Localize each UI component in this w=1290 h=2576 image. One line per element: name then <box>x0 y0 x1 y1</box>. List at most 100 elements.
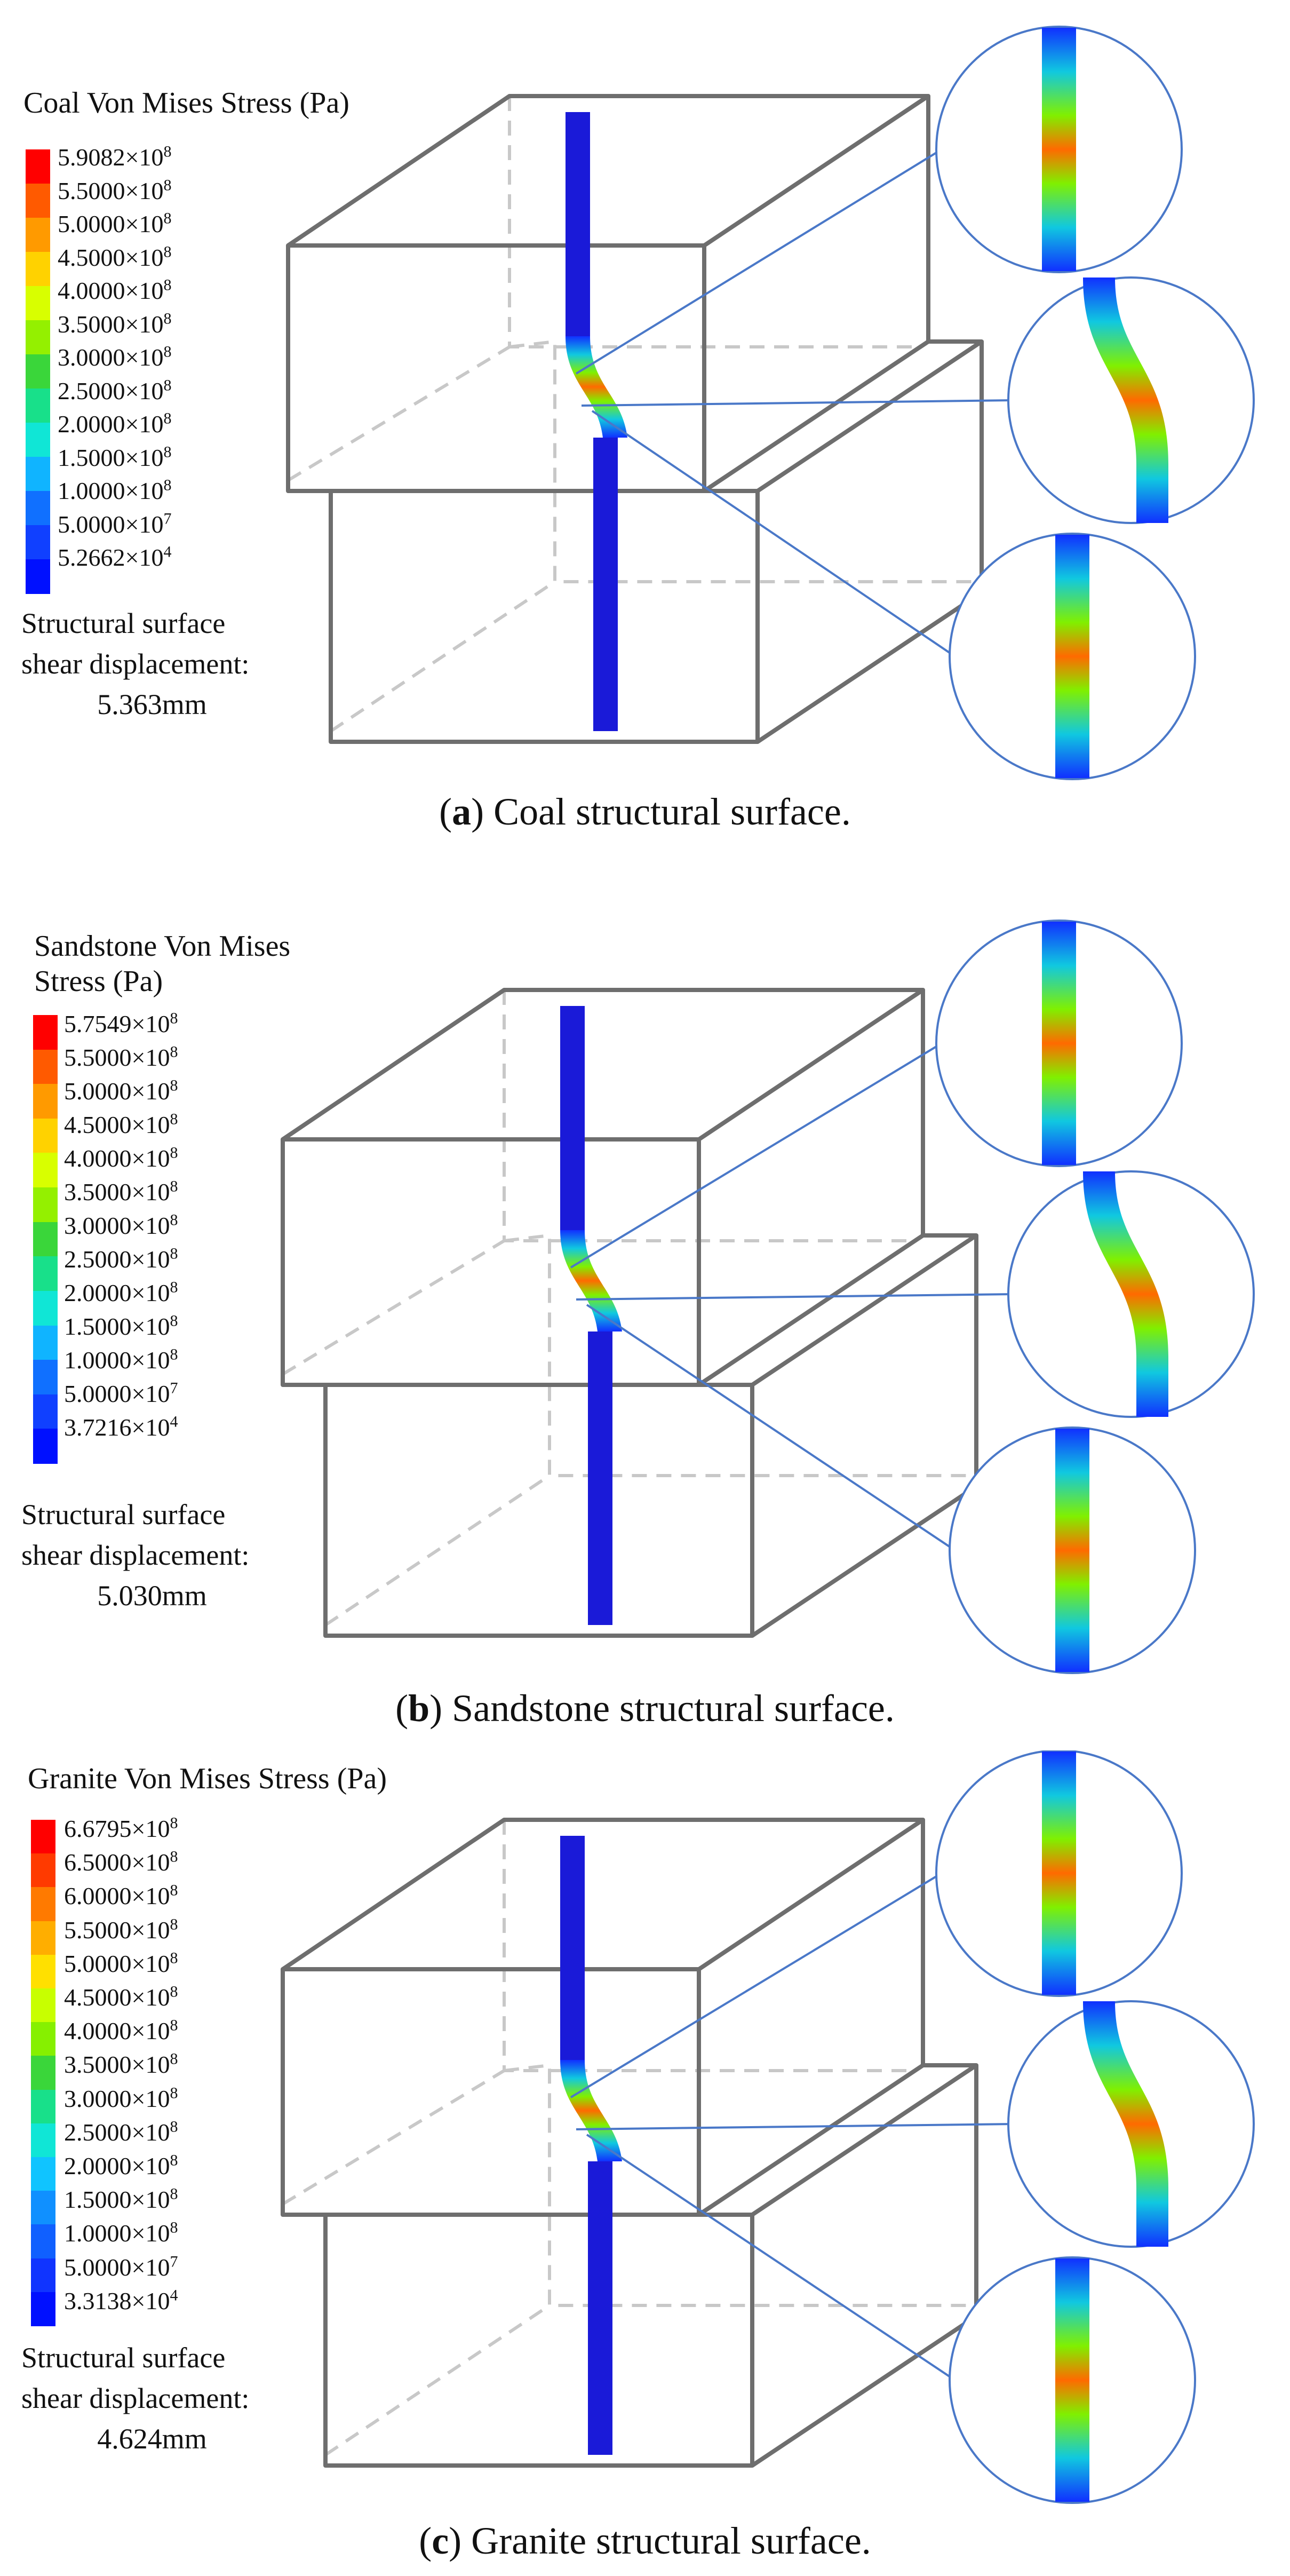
bolt-bend <box>560 2060 622 2161</box>
displacement-value: 5.363mm <box>97 688 207 720</box>
hidden-edge <box>504 1233 976 1477</box>
bolt-lower <box>588 2161 612 2455</box>
scale-swatch <box>33 1084 58 1119</box>
scale-swatch <box>31 2191 55 2225</box>
tick-label: 5.0000×108 <box>64 1076 178 1105</box>
tick-label: 5.0000×107 <box>58 510 172 538</box>
scale-swatch <box>26 218 50 252</box>
scale-swatch <box>26 389 50 423</box>
tick-label: 1.5000×108 <box>64 2185 178 2214</box>
tick-label: 6.6795×108 <box>64 1814 178 1842</box>
leader-line <box>586 2134 956 2381</box>
hidden-edge <box>282 2069 505 2206</box>
zoomed-bolt <box>1042 28 1076 271</box>
model-diagram <box>286 26 1255 780</box>
scale-swatch <box>31 1988 55 2023</box>
zoomed-bolt <box>1083 278 1168 523</box>
lower-block-side <box>751 2063 978 2468</box>
scale-swatch <box>33 1394 58 1430</box>
tick-label: 1.0000×108 <box>58 476 172 504</box>
displacement-label-line1: Structural surface <box>21 1499 226 1531</box>
panel-c: Granite Von Mises Stress (Pa) 6.6795×108… <box>0 1750 1290 2576</box>
leader-line <box>570 1042 943 1269</box>
bolt-upper <box>566 112 590 336</box>
leader-line <box>586 1304 956 1551</box>
displacement-label-line2: shear displacement: <box>21 2382 250 2414</box>
tick-label: 6.5000×108 <box>64 1848 178 1876</box>
tick-label: 2.0000×108 <box>64 2151 178 2179</box>
tick-label: 5.5000×108 <box>64 1915 178 1944</box>
tick-label: 4.5000×108 <box>64 1983 178 2011</box>
tick-label: 2.5000×108 <box>64 2118 178 2146</box>
tick-label: 1.0000×108 <box>64 1345 178 1374</box>
scale-swatch <box>26 320 50 355</box>
scale-swatch <box>26 286 50 321</box>
lower-block-front <box>329 489 760 744</box>
tick-label: 3.5000×108 <box>64 2050 178 2079</box>
bolt-bend <box>560 1230 622 1331</box>
color-scale <box>26 149 50 594</box>
zoomed-bolt <box>1055 2258 1089 2502</box>
tick-label: 4.5000×108 <box>64 1110 178 1138</box>
upper-block-side <box>703 96 930 493</box>
displacement-label-line2: shear displacement: <box>21 1539 250 1571</box>
zoomed-bolt <box>1055 1429 1089 1672</box>
hidden-edge <box>282 1239 505 1376</box>
tick-label: 5.5000×108 <box>58 176 172 204</box>
scale-swatch <box>26 457 50 492</box>
legend-title: Sandstone Von Mises Stress (Pa) <box>34 930 291 998</box>
tick-label: 1.5000×108 <box>58 443 172 471</box>
caption-text: Sandstone structural surface. <box>452 1687 895 1730</box>
scale-swatch <box>33 1429 58 1464</box>
leader-line <box>581 399 1014 407</box>
leader-line <box>591 410 956 657</box>
tick-label: 3.5000×108 <box>64 1177 178 1206</box>
displacement-label-line1: Structural surface <box>21 2342 226 2374</box>
displacement-note: Structural surface shear displacement: 4… <box>21 2337 320 2459</box>
zoomed-bolt <box>1042 922 1076 1165</box>
color-scale <box>31 1820 55 2326</box>
panel-b: Sandstone Von Mises Stress (Pa) 5.7549×1… <box>0 875 1290 1740</box>
scale-swatch <box>33 1187 58 1223</box>
tick-label: 2.0000×108 <box>64 1278 178 1306</box>
scale-swatch <box>26 354 50 389</box>
scale-swatch <box>31 1887 55 1922</box>
scale-swatch <box>31 2123 55 2158</box>
bolt-lower <box>588 1331 612 1625</box>
tick-label: 2.5000×108 <box>64 1245 178 1273</box>
tick-label: 3.0000×108 <box>64 1211 178 1239</box>
tick-label: 5.0000×108 <box>58 209 172 237</box>
tick-label: 2.5000×108 <box>58 376 172 405</box>
upper-block-side <box>697 1820 925 2217</box>
tick-label: 4.0000×108 <box>58 276 172 304</box>
zoomed-bolt <box>1042 1751 1076 1995</box>
upper-block-top <box>281 1818 925 1971</box>
tick-label: 3.3138×104 <box>64 2286 178 2315</box>
bolt-upper <box>560 1006 585 1230</box>
scale-swatch <box>26 491 50 526</box>
model-diagram <box>281 1750 1255 2504</box>
tick-label: 5.2662×104 <box>58 543 172 571</box>
scale-swatch <box>31 2056 55 2090</box>
color-scale <box>33 1015 58 1464</box>
tick-label: 1.0000×108 <box>64 2219 178 2247</box>
leader-line <box>575 148 943 375</box>
caption-letter: c <box>432 2519 449 2562</box>
upper-block-front <box>281 1967 701 2217</box>
tick-label: 3.7216×104 <box>64 1413 178 1441</box>
tick-label: 3.5000×108 <box>58 310 172 338</box>
scale-swatch <box>31 2157 55 2192</box>
tick-label: 5.0000×107 <box>64 2253 178 2281</box>
zoomed-bolt <box>1083 2001 1168 2247</box>
displacement-label-line1: Structural surface <box>21 607 226 639</box>
tick-label: 1.5000×108 <box>64 1312 178 1340</box>
lower-block-side <box>751 1233 978 1638</box>
scale-swatch <box>31 1853 55 1888</box>
caption-letter: b <box>408 1687 430 1730</box>
scale-swatch <box>33 1256 58 1291</box>
scale-swatch <box>33 1360 58 1395</box>
scale-swatch <box>33 1222 58 1257</box>
scale-swatch <box>26 423 50 457</box>
hidden-edge <box>509 339 982 583</box>
hidden-edge <box>330 580 556 733</box>
